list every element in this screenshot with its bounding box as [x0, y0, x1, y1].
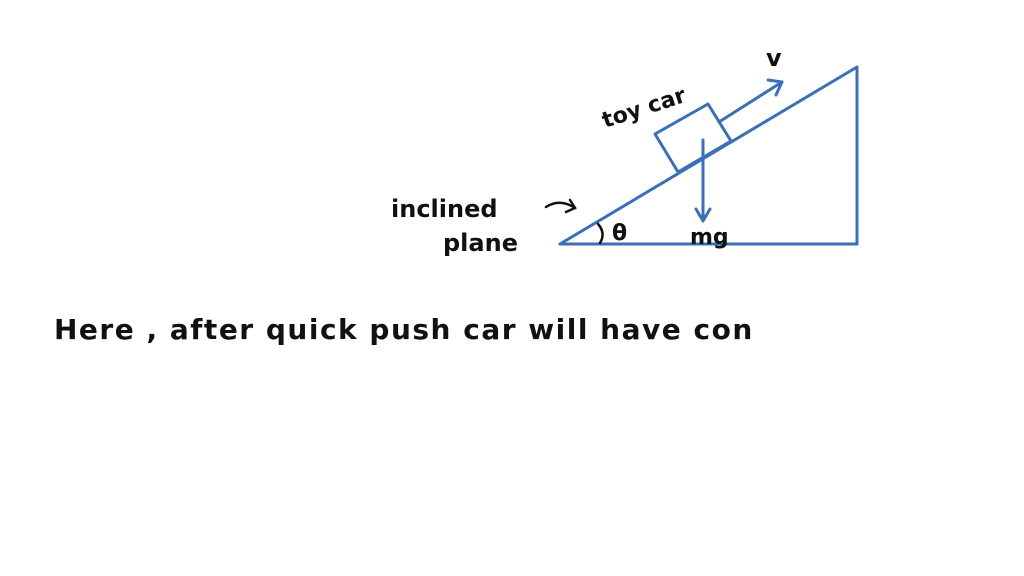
- velocity-arrow: [717, 80, 784, 124]
- toy-car-block: [653, 102, 733, 174]
- angle-label: θ: [612, 221, 627, 246]
- weight-label: mg: [690, 225, 729, 250]
- toy-car-label: toy car: [599, 83, 689, 134]
- plane-label: plane: [443, 229, 518, 257]
- pointer-arrow: [544, 201, 577, 210]
- note-line-1: Here , after quick push car will have co…: [54, 313, 754, 346]
- velocity-label: v: [766, 44, 782, 72]
- velocity-arrowhead: [766, 78, 784, 97]
- inclined-label: inclined: [391, 195, 498, 223]
- weight-arrowhead: [694, 207, 712, 223]
- angle-arc: [596, 222, 604, 245]
- pointer-arrowhead: [564, 198, 577, 214]
